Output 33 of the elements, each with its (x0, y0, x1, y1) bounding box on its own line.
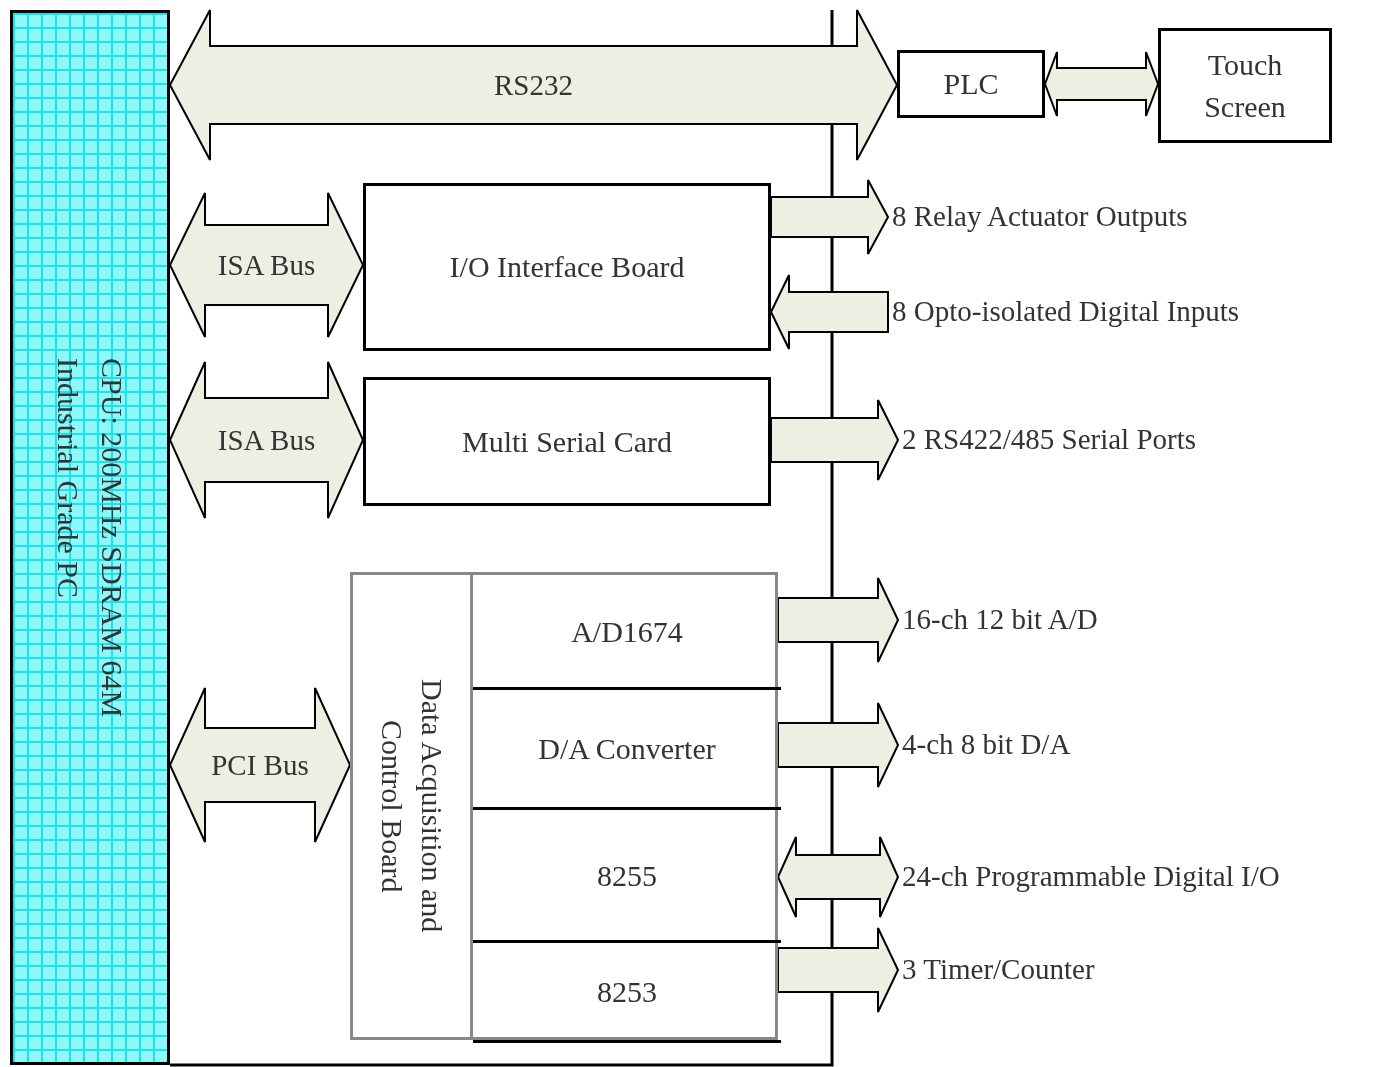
signal-text: 4-ch 8 bit D/A (902, 727, 1071, 763)
interface-board-box (363, 183, 771, 351)
block-arrow (776, 836, 900, 918)
cpu-band (10, 10, 170, 1065)
box-label: Touch Screen (1203, 46, 1287, 125)
cpu-spec-text: Industrial Grade PC (51, 357, 86, 600)
signal-text: 3 Timer/Counter (902, 952, 1095, 988)
signal-text: 8 Relay Actuator Outputs (892, 199, 1188, 235)
daq-board-box (350, 572, 778, 1040)
block-arrow (777, 577, 900, 663)
block-arrow (168, 9, 899, 161)
touch-screen-box (1158, 28, 1332, 143)
section-label: 8253 (597, 974, 657, 1010)
box-label: I/O Interface Board (449, 249, 685, 285)
signal-text: 24-ch Programmable Digital I/O (902, 859, 1280, 895)
section-label: D/A Converter (538, 731, 716, 767)
signal-text: 2 RS422/485 Serial Ports (902, 422, 1197, 458)
box-label: Multi Serial Card (462, 423, 672, 460)
section-label: A/D1674 (571, 613, 683, 650)
block-arrow (769, 274, 889, 350)
block-arrow (777, 927, 900, 1013)
signal-text: 16-ch 12 bit A/D (902, 602, 1098, 638)
serial-card-box (363, 377, 771, 506)
plc-box (897, 50, 1045, 118)
cpu-spec-text: CPU: 200MHz SDRAM 64M (95, 357, 130, 718)
block-arrow (1043, 51, 1160, 117)
block-arrow (777, 702, 900, 788)
block-arrow (770, 399, 900, 481)
block-arrow (770, 179, 890, 255)
section-label: 8255 (597, 857, 657, 894)
board-title: Data Acquisition and Control Board (374, 678, 450, 935)
signal-text: 8 Opto-isolated Digital Inputs (892, 294, 1240, 330)
box-label: PLC (943, 66, 999, 102)
